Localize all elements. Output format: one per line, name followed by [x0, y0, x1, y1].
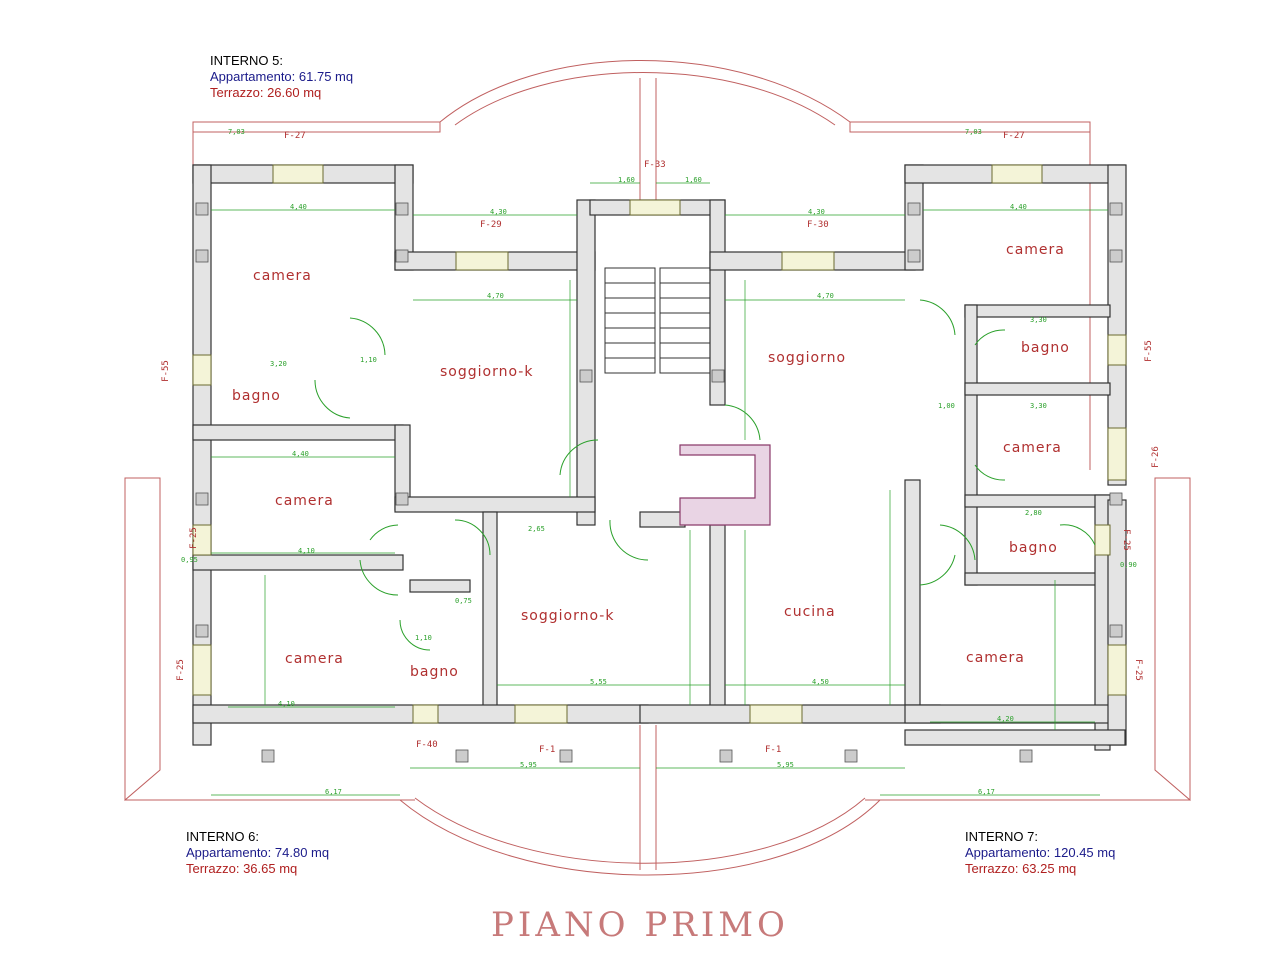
- dimension-values: 7,03 7,03 4,40 4,30 4,30 4,40 4,70 4,70 3,20…: [181, 128, 1137, 796]
- window-code-f25-east: F-25: [1120, 529, 1131, 551]
- room-bagno-w: bagno: [232, 388, 281, 404]
- svg-text:2,65: 2,65: [528, 525, 545, 533]
- room-cucina: cucina: [784, 604, 836, 620]
- interno-6-terrace-area: Terrazzo: 36.65 mq: [186, 861, 298, 876]
- window-code-f27-west: F-27: [284, 131, 306, 141]
- window-code-f30: F-30: [807, 220, 829, 230]
- svg-text:4,40: 4,40: [290, 203, 307, 211]
- drawing-title: PIANO PRIMO: [491, 905, 789, 945]
- svg-text:4,70: 4,70: [817, 292, 834, 300]
- interno-7-apartment-area: Appartamento: 120.45 mq: [965, 845, 1116, 860]
- interno-5-terrace-area: Terrazzo: 26.60 mq: [210, 85, 322, 100]
- svg-text:0,75: 0,75: [455, 597, 472, 605]
- staircase: [604, 267, 711, 374]
- walls: [192, 164, 1127, 751]
- room-bagno-sw: bagno: [410, 664, 459, 680]
- svg-text:1,10: 1,10: [415, 634, 432, 642]
- window-code-f40: F-40: [416, 740, 438, 750]
- terrace-outline: [124, 60, 1191, 876]
- room-bagno-e: bagno: [1009, 540, 1058, 556]
- svg-text:1,60: 1,60: [618, 176, 635, 184]
- window-code-f27-east: F-27: [1003, 131, 1025, 141]
- svg-text:0,90: 0,90: [1120, 561, 1137, 569]
- interno-5-label: INTERNO 5: Appartamento: 61.75 mq Terraz…: [210, 53, 353, 101]
- window-code-f55-west: F-55: [160, 360, 171, 382]
- svg-text:6,17: 6,17: [978, 788, 995, 796]
- room-camera-se: camera: [966, 650, 1025, 666]
- window-code-f25-east-lower: F-25: [1132, 659, 1143, 681]
- svg-text:4,40: 4,40: [292, 450, 309, 458]
- window-code-f1-west: F-1: [539, 745, 556, 755]
- window-code-f33: F-33: [644, 160, 666, 170]
- svg-text:5,55: 5,55: [590, 678, 607, 686]
- window-code-f26: F-26: [1150, 446, 1161, 468]
- elevator-shaft: [679, 444, 771, 526]
- svg-text:7,03: 7,03: [965, 128, 982, 136]
- room-soggiorno-k-south: soggiorno-k: [521, 608, 615, 624]
- svg-text:4,30: 4,30: [490, 208, 507, 216]
- svg-text:2,80: 2,80: [1025, 509, 1042, 517]
- svg-text:6,17: 6,17: [325, 788, 342, 796]
- interno-6-apartment-area: Appartamento: 74.80 mq: [186, 845, 330, 860]
- svg-text:3,30: 3,30: [1030, 316, 1047, 324]
- svg-text:5,95: 5,95: [777, 761, 794, 769]
- room-soggiorno-north: soggiorno: [768, 350, 847, 366]
- svg-text:1,60: 1,60: [685, 176, 702, 184]
- svg-text:0,95: 0,95: [181, 556, 198, 564]
- interno-7-terrace-area: Terrazzo: 63.25 mq: [965, 861, 1077, 876]
- svg-text:1,00: 1,00: [938, 402, 955, 410]
- interno-6-label: INTERNO 6: Appartamento: 74.80 mq Terraz…: [186, 829, 329, 877]
- svg-text:4,10: 4,10: [298, 547, 315, 555]
- room-camera-ne: camera: [1006, 242, 1065, 258]
- room-camera-nw: camera: [253, 268, 312, 284]
- svg-text:3,30: 3,30: [1030, 402, 1047, 410]
- svg-text:4,10: 4,10: [278, 700, 295, 708]
- window-code-f25-west: F-25: [188, 527, 199, 549]
- window-code-f25-west-lower: F-25: [175, 659, 186, 681]
- interno-5-title: INTERNO 5:: [210, 53, 283, 68]
- interno-5-apartment-area: Appartamento: 61.75 mq: [210, 69, 354, 84]
- interno-6-title: INTERNO 6:: [186, 829, 259, 844]
- room-camera-w: camera: [275, 493, 334, 509]
- room-camera-sw: camera: [285, 651, 344, 667]
- window-code-f1-east: F-1: [765, 745, 782, 755]
- window-code-f55-east: F-55: [1143, 340, 1154, 362]
- svg-text:4,70: 4,70: [487, 292, 504, 300]
- dimension-lines: [211, 182, 1108, 796]
- svg-text:4,30: 4,30: [808, 208, 825, 216]
- svg-text:3,20: 3,20: [270, 360, 287, 368]
- windows: [192, 164, 1127, 724]
- room-camera-e: camera: [1003, 440, 1062, 456]
- svg-text:7,03: 7,03: [228, 128, 245, 136]
- interno-7-title: INTERNO 7:: [965, 829, 1038, 844]
- interno-7-label: INTERNO 7: Appartamento: 120.45 mq Terra…: [965, 829, 1115, 877]
- svg-text:4,40: 4,40: [1010, 203, 1027, 211]
- room-soggiorno-k-north: soggiorno-k: [440, 364, 534, 380]
- svg-text:4,50: 4,50: [812, 678, 829, 686]
- svg-text:4,20: 4,20: [997, 715, 1014, 723]
- svg-text:1,10: 1,10: [360, 356, 377, 364]
- svg-text:5,95: 5,95: [520, 761, 537, 769]
- door-swings: [314, 299, 1096, 651]
- room-bagno-ne: bagno: [1021, 340, 1070, 356]
- window-code-f29: F-29: [480, 220, 502, 230]
- columns: [195, 202, 1123, 763]
